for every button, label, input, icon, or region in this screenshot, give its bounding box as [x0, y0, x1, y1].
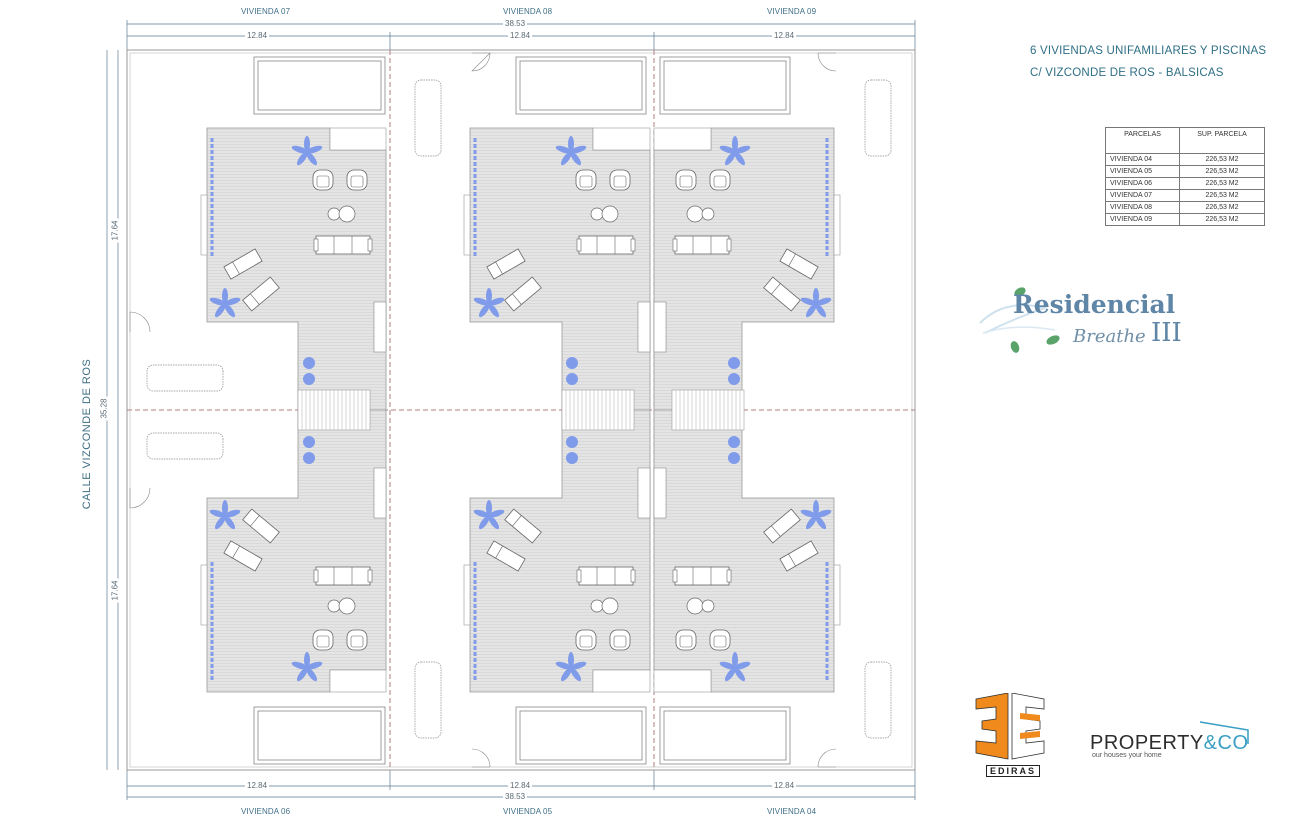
logo-numeral: III — [1151, 318, 1182, 348]
parcel-header-area: SUP. PARCELA — [1179, 127, 1265, 154]
parcel-area: 226,53 M2 — [1179, 213, 1265, 226]
bottom-label-vivienda-06: VIVIENDA 06 — [241, 807, 291, 816]
bottom-label-vivienda-05: VIVIENDA 05 — [503, 807, 553, 816]
top-label-vivienda-07: VIVIENDA 07 — [241, 7, 291, 16]
property-text: PROPERTY — [1090, 732, 1204, 754]
site-plan — [106, 20, 916, 800]
dim-unit-width-bottom-05: 12.84 — [508, 781, 533, 790]
dim-unit-width-top-07: 12.84 — [245, 31, 270, 40]
logo-breathe: Breathe — [1073, 326, 1146, 347]
ediras-logo: EDIRAS — [972, 693, 1052, 783]
property-co-logo: PROPERTY&CO our houses your home — [1090, 718, 1260, 768]
leaf-icon — [1046, 335, 1060, 345]
roof-icon — [1199, 721, 1249, 744]
logo-residencial: Residencial — [1013, 290, 1176, 319]
dim-total-depth: 35.28 — [99, 396, 109, 421]
dim-total-width-bottom: 38.53 — [503, 792, 528, 801]
parcel-area: 226,53 M2 — [1179, 201, 1265, 214]
dim-half-depth-bottom: 17.64 — [110, 578, 120, 603]
parcel-name: VIVIENDA 07 — [1105, 189, 1180, 202]
parcel-name: VIVIENDA 04 — [1105, 153, 1180, 166]
parcel-name: VIVIENDA 08 — [1105, 201, 1180, 214]
parcel-name: VIVIENDA 09 — [1105, 213, 1180, 226]
dim-total-width-top: 38.53 — [503, 19, 528, 28]
property-tagline: our houses your home — [1092, 752, 1162, 759]
dim-unit-width-bottom-04: 12.84 — [772, 781, 797, 790]
project-address: C/ VIZCONDE DE ROS - BALSICAS — [1030, 67, 1224, 79]
parcel-header-name: PARCELAS — [1105, 127, 1180, 154]
top-label-vivienda-09: VIVIENDA 09 — [767, 7, 817, 16]
parcel-area: 226,53 M2 — [1179, 177, 1265, 190]
parcel-name: VIVIENDA 06 — [1105, 177, 1180, 190]
bottom-label-vivienda-04: VIVIENDA 04 — [767, 807, 817, 816]
residencial-breathe-logo: Residencial Breathe III — [975, 278, 1205, 368]
leaf-icon — [1014, 287, 1026, 297]
ediras-3e-icon — [975, 693, 1045, 760]
leaf-icon — [1010, 341, 1020, 353]
street-label: CALLE VIZCONDE DE ROS — [81, 358, 94, 510]
dim-half-depth-top: 17.64 — [110, 218, 120, 243]
project-title: 6 VIVIENDAS UNIFAMILIARES Y PISCINAS — [1030, 45, 1267, 57]
parcel-area: 226,53 M2 — [1179, 165, 1265, 178]
dim-unit-width-bottom-06: 12.84 — [245, 781, 270, 790]
ediras-label: EDIRAS — [986, 765, 1041, 777]
property-wordmark: PROPERTY&CO — [1090, 732, 1249, 755]
wind-swirl-icon — [979, 304, 1056, 334]
property-amp-text: &CO — [1203, 732, 1249, 754]
top-label-vivienda-08: VIVIENDA 08 — [503, 7, 553, 16]
dim-unit-width-top-09: 12.84 — [772, 31, 797, 40]
parcel-area: 226,53 M2 — [1179, 189, 1265, 202]
parcel-name: VIVIENDA 05 — [1105, 165, 1180, 178]
dim-unit-width-top-08: 12.84 — [508, 31, 533, 40]
parcel-area: 226,53 M2 — [1179, 153, 1265, 166]
